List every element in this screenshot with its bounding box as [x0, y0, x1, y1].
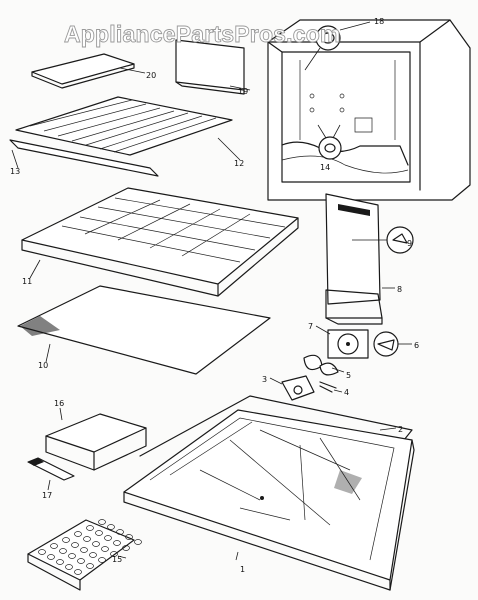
ice-cell — [101, 546, 109, 552]
ice-cell — [71, 542, 79, 548]
part-15-ice-tray — [27, 519, 142, 591]
ice-cell — [92, 541, 100, 547]
part-12-wire-shelf — [15, 96, 241, 161]
ice-cell — [98, 519, 106, 525]
ice-cell — [50, 543, 58, 549]
ice-cell — [62, 537, 70, 543]
part-10-glass-panel — [17, 285, 271, 375]
ice-cell — [47, 554, 55, 560]
callout-12: 12 — [234, 159, 244, 168]
ice-cell — [83, 536, 91, 542]
ice-cell — [116, 529, 124, 535]
ice-cell — [104, 535, 112, 541]
ice-cell — [125, 534, 133, 540]
ice-cell — [110, 551, 118, 557]
ice-cell — [74, 531, 82, 537]
callout-2: 2 — [398, 425, 403, 434]
ice-cell — [77, 558, 85, 564]
ice-cell — [56, 559, 64, 565]
callout-15: 15 — [112, 555, 122, 564]
part-3-fan-motor — [269, 375, 315, 401]
callout-4: 4 — [344, 388, 349, 397]
part-8-air-duct — [325, 193, 395, 325]
callout-3: 3 — [262, 375, 267, 384]
callout-16: 16 — [54, 399, 64, 408]
part-1-base-pan — [123, 409, 415, 591]
callout-6: 6 — [414, 341, 419, 350]
part-18-light-socket — [304, 21, 371, 71]
part-14-screws — [317, 124, 342, 160]
callout-20: 20 — [146, 71, 156, 80]
ice-cell — [80, 547, 88, 553]
callout-14: 14 — [320, 163, 330, 172]
part-9-control-knob — [352, 226, 414, 254]
ice-cell — [68, 553, 76, 559]
ice-cell — [134, 539, 142, 545]
part-6-motor-mount — [373, 331, 412, 357]
ice-cell — [74, 569, 82, 575]
callout-1: 1 — [240, 565, 245, 574]
ice-cell — [122, 545, 130, 551]
callout-8: 8 — [397, 285, 402, 294]
callout-11: 11 — [22, 277, 32, 286]
part-20-shelf-panel — [31, 53, 146, 89]
refrigerator-cabinet — [267, 19, 471, 201]
part-13-shelf-trim — [9, 139, 159, 177]
watermark-text: AppliancePartsPros.com — [64, 21, 341, 47]
part-17-drawer-handle — [27, 457, 75, 491]
callout-5: 5 — [346, 371, 351, 380]
part-19-divider — [175, 39, 251, 95]
part-16-crisper-drawer — [45, 407, 147, 471]
part-11-crisper-cover — [21, 187, 299, 297]
ice-cell — [95, 530, 103, 536]
ice-cell — [59, 548, 67, 554]
part-7-fan-shroud — [315, 325, 369, 359]
callout-17: 17 — [42, 491, 52, 500]
ice-cell — [86, 563, 94, 569]
callout-18: 18 — [374, 17, 384, 26]
part-4-retainer-clip — [319, 381, 343, 393]
ice-cell — [89, 552, 97, 558]
callout-9: 9 — [407, 239, 412, 248]
ice-cell — [107, 524, 115, 530]
ice-cell — [113, 540, 121, 546]
ice-cell — [65, 564, 73, 570]
ice-cell — [98, 557, 106, 563]
callout-10: 10 — [38, 361, 48, 370]
callout-13: 13 — [10, 167, 20, 176]
callout-19: 19 — [238, 87, 248, 96]
ice-cell — [38, 549, 46, 555]
callout-7: 7 — [308, 322, 313, 331]
ice-cell — [86, 525, 94, 531]
part-5-fan-blade — [303, 354, 345, 376]
